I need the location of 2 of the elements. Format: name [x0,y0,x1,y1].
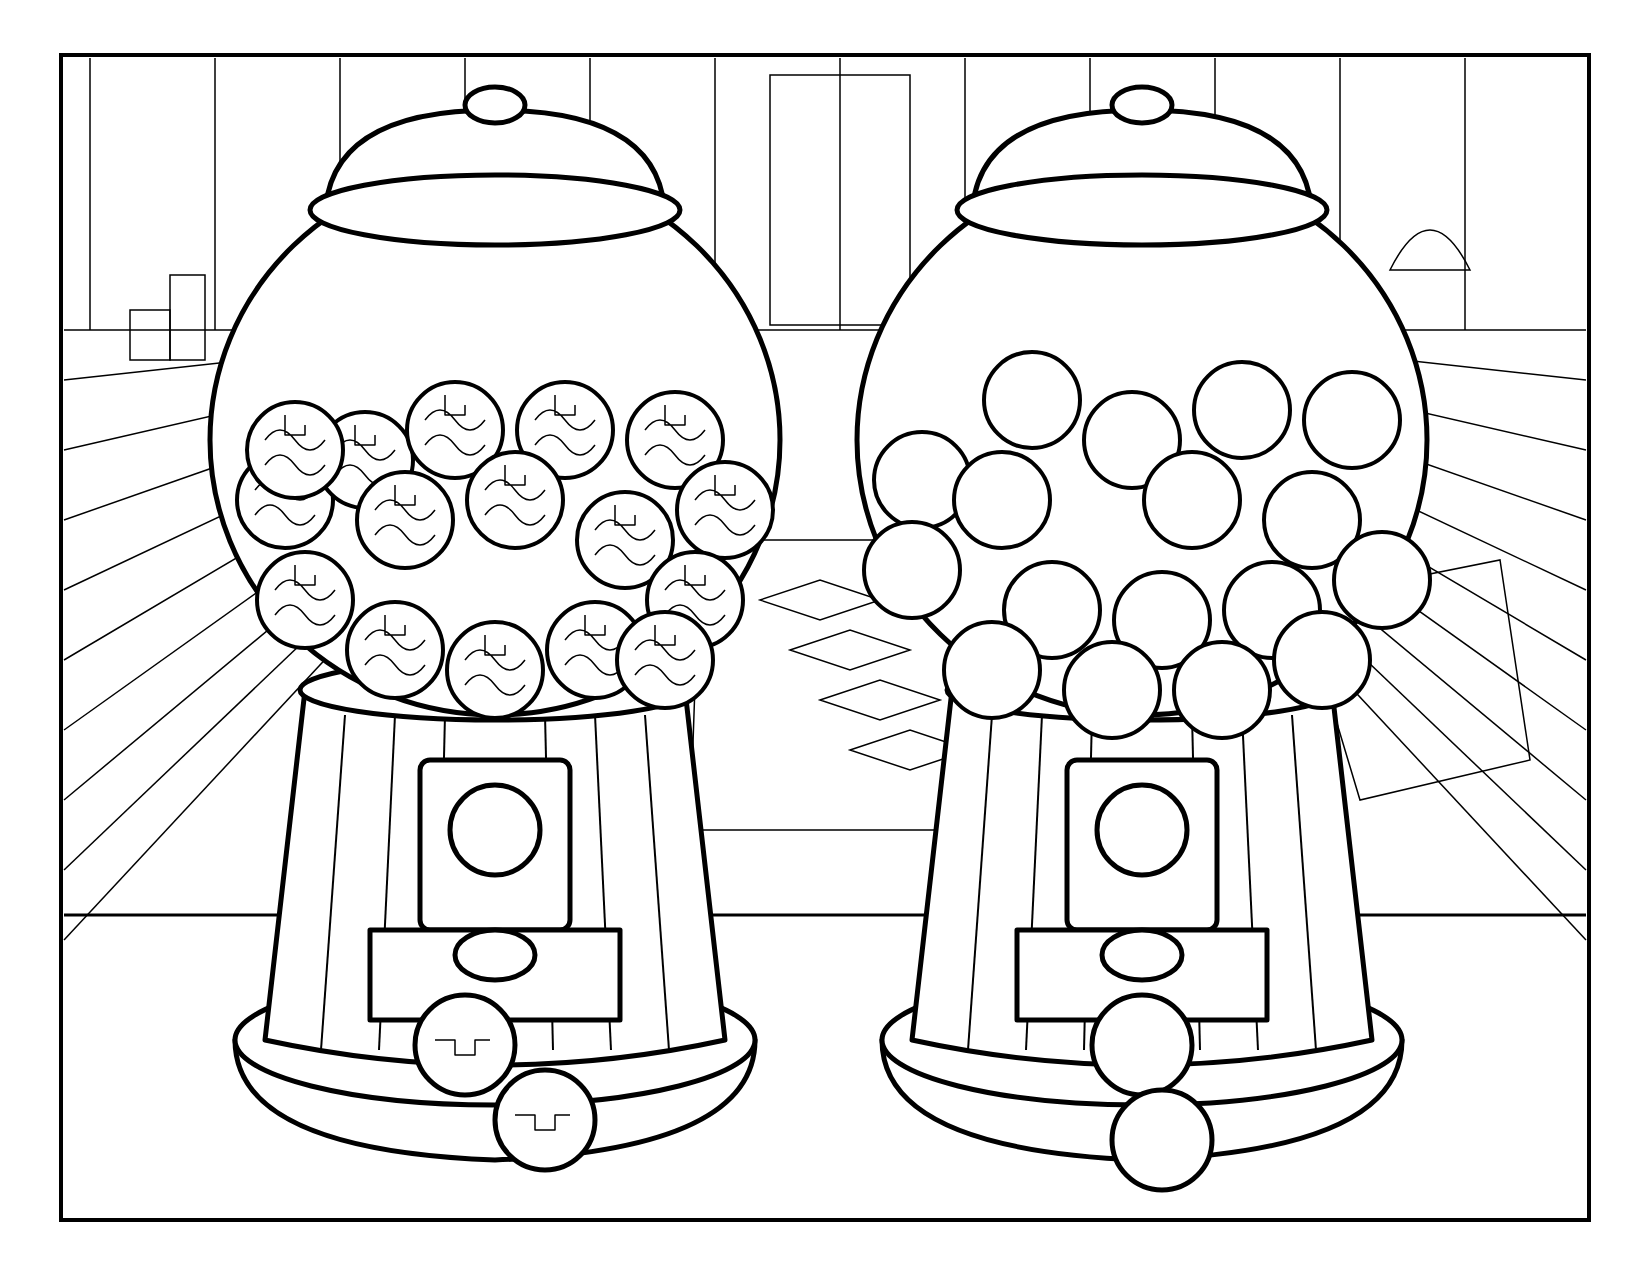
gumball-machine-drawing [207,84,783,1173]
gumball-machine-drawing [854,84,1432,1193]
